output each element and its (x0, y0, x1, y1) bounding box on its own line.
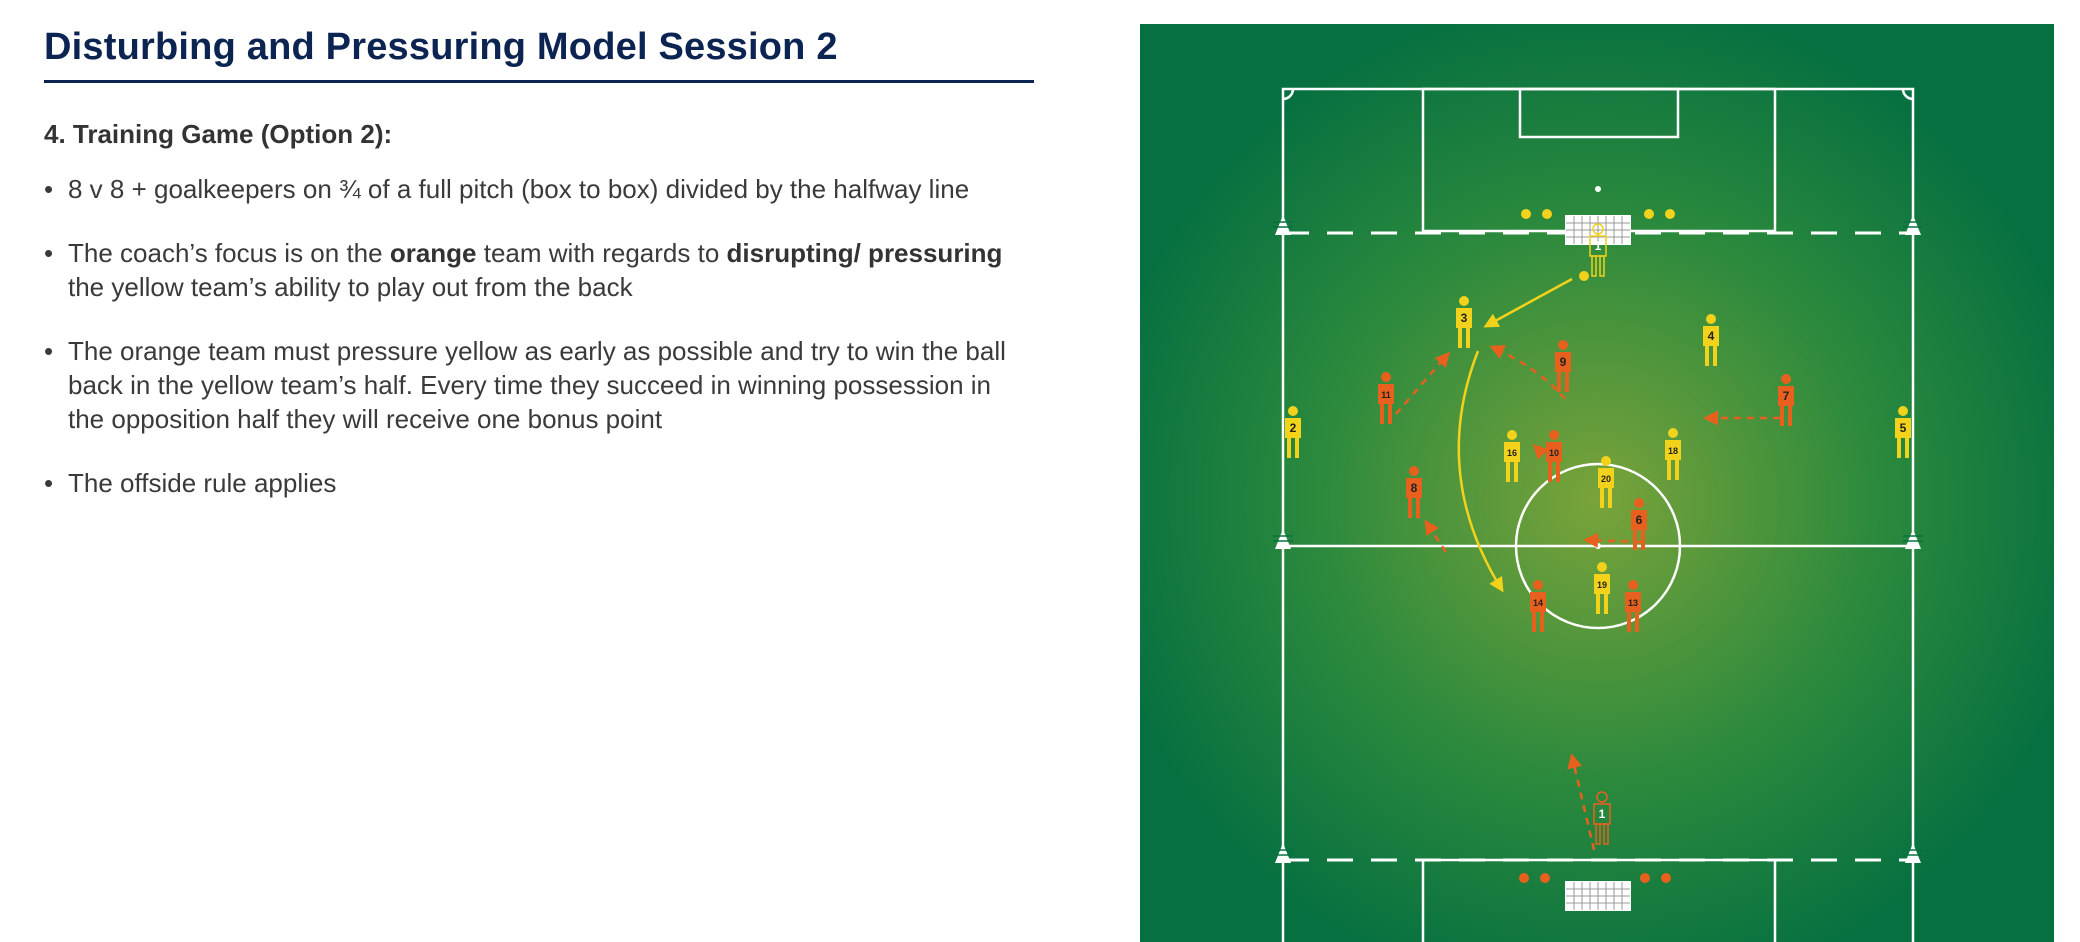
bullet-emphasis: disrupting/ pressuring (726, 238, 1003, 268)
movement-arrow (1489, 345, 1566, 400)
player-icon: 16 (1504, 430, 1520, 482)
goal-net (1565, 215, 1631, 245)
bullet-item: The offside rule applies (44, 466, 1008, 500)
cone-icon (1903, 529, 1923, 549)
bullet-text: team with regards to (476, 238, 727, 268)
player-icon: 6 (1631, 498, 1647, 550)
cone-icon (1273, 843, 1293, 863)
player-icon: 11 (1378, 372, 1394, 424)
player-number: 8 (1411, 481, 1418, 495)
corner-arc (1282, 88, 1295, 101)
ball-icon (1644, 209, 1654, 219)
player-number: 10 (1549, 448, 1559, 458)
ball-icon (1661, 873, 1671, 883)
ball-icon (1521, 209, 1531, 219)
bullet-item: 8 v 8 + goalkeepers on ¾ of a full pitch… (44, 172, 1008, 206)
movement-arrow (1483, 277, 1573, 328)
player-number: 11 (1381, 390, 1391, 400)
player-number: 20 (1601, 474, 1611, 484)
spare-balls (1519, 209, 1675, 883)
page-title: Disturbing and Pressuring Model Session … (44, 26, 838, 68)
player-icon: 3 (1456, 296, 1472, 348)
ball-icon (1665, 209, 1675, 219)
centre-circle (1514, 462, 1682, 630)
title-divider (44, 80, 1034, 83)
player-number: 1 (1599, 807, 1606, 821)
player-number: 4 (1708, 329, 1715, 343)
ball-icon (1540, 873, 1550, 883)
player-number: 5 (1900, 421, 1907, 435)
movement-arrows (1395, 277, 1780, 851)
bullet-list: 8 v 8 + goalkeepers on ¾ of a full pitch… (44, 172, 1034, 500)
bullet-emphasis: orange (389, 238, 477, 268)
player-icon: 7 (1778, 374, 1794, 426)
player-icon: 13 (1625, 580, 1641, 632)
ball-icon (1519, 873, 1529, 883)
section-heading: 4. Training Game (Option 2): (44, 119, 393, 149)
player-icon: 5 (1895, 406, 1911, 458)
player-number: 13 (1628, 598, 1638, 608)
player-icon: 20 (1598, 456, 1614, 508)
player-icon: 2 (1285, 406, 1301, 458)
text-panel: Disturbing and Pressuring Model Session … (44, 22, 1034, 530)
player-icon: 8 (1406, 466, 1422, 518)
bullet-item: The coach’s focus is on the orange team … (44, 236, 1008, 304)
cone-icon (1903, 215, 1923, 235)
player-icon: 4 (1703, 314, 1719, 366)
player-icon: 14 (1530, 580, 1546, 632)
cone-icon (1903, 843, 1923, 863)
movement-arrow (1583, 532, 1642, 548)
player-icon: 9 (1555, 340, 1571, 392)
bullet-text: 8 v 8 + goalkeepers on ¾ of a full pitch… (68, 174, 970, 204)
movement-arrow (1395, 351, 1450, 415)
goals (1565, 215, 1631, 911)
player-number: 1 (1595, 239, 1602, 253)
player-number: 3 (1461, 311, 1468, 325)
bullet-text: The orange team must pressure yellow as … (68, 336, 1006, 434)
player-number: 19 (1597, 580, 1607, 590)
player-icon: 1 (1593, 791, 1611, 845)
corner-arc (1901, 88, 1914, 101)
player-number: 18 (1668, 446, 1678, 456)
player-number: 7 (1783, 389, 1790, 403)
top-goal-area (1518, 87, 1680, 139)
cone-icon (1273, 215, 1293, 235)
player-icon: 19 (1594, 562, 1610, 614)
player-icon: 10 (1546, 430, 1562, 482)
ball-icon (1542, 209, 1552, 219)
bullet-text: The coach’s focus is on the (68, 238, 390, 268)
player-icon: 18 (1665, 428, 1681, 480)
goal-net (1565, 881, 1631, 911)
bullet-text: the yellow team’s ability to play out fr… (68, 272, 633, 302)
centre-spot (1595, 543, 1601, 549)
player-number: 16 (1507, 448, 1517, 458)
bullet-text: The offside rule applies (68, 468, 337, 498)
ball-icon (1579, 271, 1589, 281)
bullet-item: The orange team must pressure yellow as … (44, 334, 1008, 436)
movement-arrow (1567, 753, 1596, 851)
penalty-spot (1595, 186, 1601, 192)
player-number: 2 (1290, 421, 1297, 435)
movement-arrow (1424, 519, 1448, 553)
ball-icon (1640, 873, 1650, 883)
cone-markers (1273, 215, 1923, 863)
player-icon: 1 (1589, 223, 1607, 277)
player-number: 6 (1636, 513, 1643, 527)
player-number: 14 (1533, 598, 1543, 608)
cone-icon (1273, 529, 1293, 549)
pitch-grass (1140, 24, 2054, 942)
player-number: 9 (1560, 355, 1567, 369)
movement-arrow (1457, 350, 1504, 593)
